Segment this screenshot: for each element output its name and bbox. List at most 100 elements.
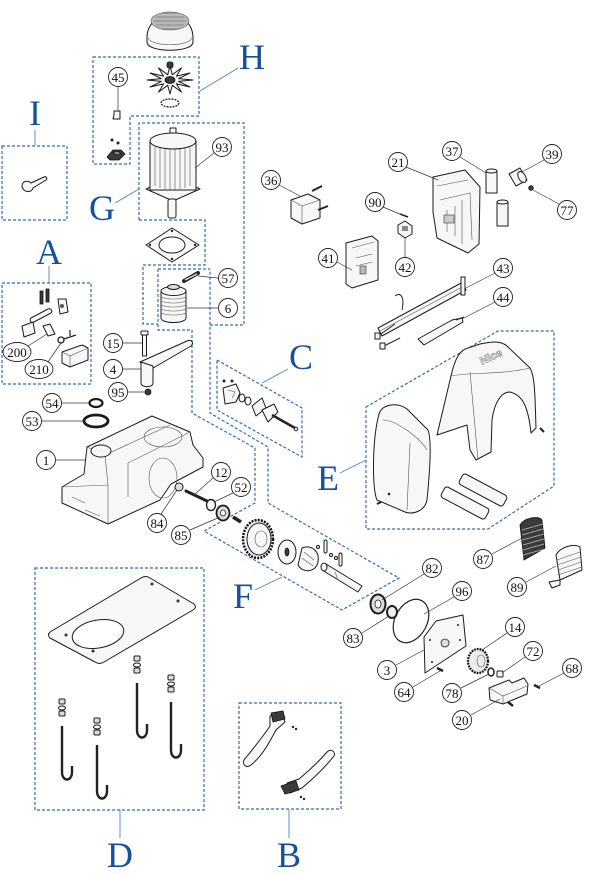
- group-label-a: A: [36, 232, 62, 272]
- callout-93: 93: [212, 137, 232, 157]
- svg-text:1: 1: [43, 453, 50, 468]
- part-6-worm-screw: [160, 284, 187, 323]
- part-77-nut: [528, 185, 534, 191]
- group-label-b: B: [277, 835, 301, 874]
- part-21-control-unit: [432, 169, 481, 254]
- svg-text:39: 39: [546, 147, 559, 162]
- part-96-o-ring: [392, 598, 430, 644]
- part-motor-gasket: [145, 227, 200, 263]
- svg-text:52: 52: [235, 480, 248, 495]
- svg-text:57: 57: [222, 271, 236, 286]
- group-leader-c: [261, 368, 289, 384]
- part-68-screw: [533, 683, 541, 690]
- callout-85: 85: [171, 525, 191, 545]
- part-84-bushing: [174, 482, 184, 492]
- callout-210: 210: [24, 359, 54, 379]
- svg-text:42: 42: [399, 260, 412, 275]
- part-d-foundation-plate: [48, 576, 196, 664]
- part-41-receiver-board: [345, 235, 379, 289]
- group-leader-h: [199, 67, 239, 92]
- svg-text:90: 90: [369, 195, 382, 210]
- callout-45: 45: [108, 67, 128, 87]
- part-3-flange-plate: [423, 614, 467, 674]
- part-57-pin: [182, 271, 200, 283]
- part-83-seal: [386, 605, 398, 619]
- callout-57: 57: [218, 268, 238, 288]
- part-motor: [145, 127, 201, 219]
- callout-15: 15: [103, 333, 123, 353]
- group-box-e: [365, 330, 555, 530]
- part-14-pinion: [466, 647, 490, 675]
- part-d-anchor-bolts: [58, 655, 183, 800]
- svg-text:15: 15: [107, 336, 120, 351]
- group-box-g: [138, 122, 245, 326]
- callout-68: 68: [562, 658, 582, 678]
- part-39-capacitor-cap: [508, 167, 528, 187]
- group-route-g-to-f: [157, 268, 401, 611]
- svg-text:3: 3: [384, 663, 391, 678]
- part-82-bearing: [369, 593, 387, 615]
- callouts: 1 3 4 6 12 14 15 20 21 36 37 39 41 42 43…: [2, 67, 582, 730]
- svg-text:87: 87: [477, 552, 491, 567]
- part-36-transformer: [290, 185, 329, 225]
- parts: Nice: [21, 11, 583, 801]
- part-capacitor-2: [496, 199, 509, 227]
- svg-text:14: 14: [509, 620, 523, 635]
- part-15-bolt: [140, 330, 149, 357]
- part-45-bracket: [112, 110, 121, 120]
- anchor-bolt: [93, 717, 109, 800]
- svg-text:43: 43: [497, 261, 510, 276]
- callout-12: 12: [211, 462, 231, 482]
- callout-leaders: [27, 87, 565, 716]
- callout-64: 64: [394, 682, 414, 702]
- group-label-e: E: [317, 458, 339, 498]
- svg-text:45: 45: [112, 70, 125, 85]
- part-43-limit-switch-bar: [374, 276, 467, 350]
- part-53-ring: [82, 413, 110, 429]
- part-20-pinion-cover: [488, 677, 529, 705]
- callout-3: 3: [377, 660, 397, 680]
- callout-53: 53: [22, 411, 42, 431]
- part-44-limit-switch-cable: [417, 316, 465, 346]
- callout-4: 4: [103, 359, 123, 379]
- svg-text:37: 37: [446, 144, 460, 159]
- anchor-bolt: [58, 698, 74, 781]
- part-78-washer: [487, 667, 495, 677]
- part-12-pin: [184, 489, 209, 503]
- group-box-i: [1, 145, 68, 221]
- group-outlines: [1, 56, 555, 811]
- callout-95: 95: [108, 382, 128, 402]
- callout-89: 89: [507, 577, 527, 597]
- svg-text:84: 84: [151, 516, 165, 531]
- callout-87: 87: [473, 549, 493, 569]
- svg-text:83: 83: [347, 631, 360, 646]
- part-f-output-shaft-assembly: [232, 515, 363, 593]
- callout-37: 37: [442, 141, 462, 161]
- svg-text:64: 64: [398, 685, 412, 700]
- callout-20: 20: [452, 710, 472, 730]
- callout-44: 44: [493, 287, 513, 307]
- callout-52: 52: [231, 477, 251, 497]
- svg-text:12: 12: [215, 465, 228, 480]
- part-89-vent-grille: [548, 544, 583, 589]
- svg-text:85: 85: [175, 528, 188, 543]
- part-72-screw: [496, 670, 504, 678]
- svg-text:77: 77: [561, 203, 575, 218]
- part-52-circlip: [205, 498, 217, 512]
- svg-text:54: 54: [46, 396, 60, 411]
- group-box-b: [238, 702, 342, 810]
- part-20-screw: [507, 701, 514, 707]
- svg-text:41: 41: [322, 251, 335, 266]
- group-labels: H I G A C E F D B: [29, 37, 367, 874]
- callout-83: 83: [343, 628, 363, 648]
- svg-text:44: 44: [497, 290, 511, 305]
- svg-text:36: 36: [265, 173, 279, 188]
- part-42-connector: [397, 220, 413, 239]
- group-label-c: C: [289, 337, 313, 377]
- group-box-h: [92, 56, 200, 165]
- group-label-i: I: [29, 93, 41, 133]
- callout-41: 41: [318, 248, 338, 268]
- part-4-lever: [139, 340, 193, 388]
- part-64-screw: [436, 666, 444, 673]
- svg-text:6: 6: [225, 301, 232, 316]
